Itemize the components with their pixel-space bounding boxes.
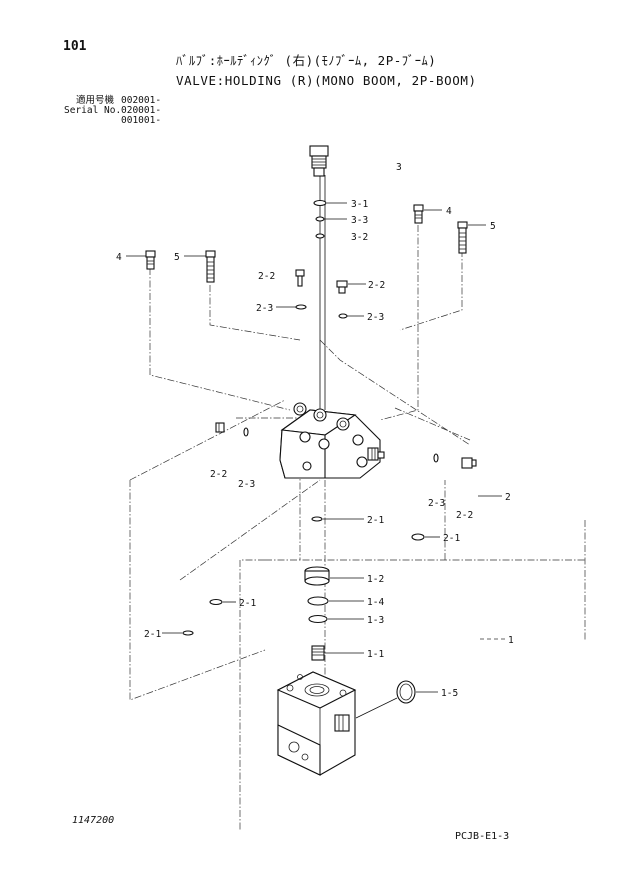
callout-labels: 3 3-1 3-3 3-2 4 5 4 5 2-2 2-2 2-3 2-3 2-… — [116, 162, 514, 699]
part-2-3-ring-left — [243, 427, 249, 437]
callout-2-3-right: 2-3 — [428, 498, 445, 509]
part-1-1-spring — [311, 645, 325, 661]
part-2-valve-body — [279, 402, 385, 479]
part-1-4-ring — [307, 596, 329, 606]
callout-3-2: 3-2 — [351, 232, 368, 243]
callout-2: 2 — [505, 492, 511, 503]
part-1-5-oring — [396, 680, 416, 704]
part-3-1-oring — [313, 199, 327, 207]
callout-1-1: 1-1 — [367, 649, 384, 660]
part-3-3-ring — [315, 216, 325, 222]
part-2-2-plug-upper-right — [336, 280, 348, 294]
part-5-bolt-left — [205, 250, 216, 283]
callout-3-1: 3-1 — [351, 199, 368, 210]
part-2-3-ring-upper-left — [295, 304, 307, 310]
callout-2-2-left: 2-2 — [210, 469, 227, 480]
callout-1: 1 — [508, 635, 514, 646]
callout-3-3: 3-3 — [351, 215, 368, 226]
part-2-1-oring-far-left — [182, 630, 194, 636]
part-2-3-ring-upper-right — [338, 313, 348, 319]
drawing-number: 1147200 — [72, 815, 115, 826]
serial-number-1: 002001- — [121, 95, 162, 106]
part-3-axis — [319, 175, 326, 410]
serial-label-en: Serial No. — [64, 105, 122, 116]
callout-1-2: 1-2 — [367, 574, 384, 585]
callout-1-3: 1-3 — [367, 615, 384, 626]
callout-1-4: 1-4 — [367, 597, 384, 608]
callout-2-3-left: 2-3 — [238, 479, 255, 490]
page-code: PCJB-E1-3 — [455, 831, 510, 842]
callout-2-2-upper-right: 2-2 — [368, 280, 385, 291]
callout-2-1-center: 2-1 — [367, 515, 384, 526]
page-title-jp: ﾊﾞﾙﾌﾞ:ﾎｰﾙﾃﾞｨﾝｸﾞ (右)(ﾓﾉﾌﾞｰﾑ, 2P-ﾌﾞｰﾑ) — [176, 53, 437, 68]
part-4-bolt-right — [413, 204, 424, 224]
callout-2-1-left: 2-1 — [239, 598, 256, 609]
callout-2-3-upper-right: 2-3 — [367, 312, 384, 323]
part-1-3-ring — [308, 614, 328, 624]
part-2-1-oring-left — [209, 598, 223, 606]
page-title-en: VALVE:HOLDING (R)(MONO BOOM, 2P-BOOM) — [176, 73, 477, 88]
leader-lines — [126, 202, 505, 719]
part-2-3-ring-right — [433, 453, 439, 463]
callout-2-3-upper-left: 2-3 — [256, 303, 273, 314]
callout-1-5: 1-5 — [441, 688, 458, 699]
callout-2-1-far-left: 2-1 — [144, 629, 161, 640]
callout-2-2-right: 2-2 — [456, 510, 473, 521]
part-1-2-piston — [304, 566, 330, 586]
part-3-cartridge — [309, 145, 329, 177]
page-number: 101 — [63, 39, 87, 54]
part-2-2-plug-left — [215, 422, 225, 433]
part-2-1-oring-center — [311, 516, 323, 522]
serial-number-3: 001001- — [121, 115, 162, 126]
part-5-bolt-right — [457, 221, 468, 254]
callout-4-left: 4 — [116, 252, 122, 263]
callout-3: 3 — [396, 162, 402, 173]
part-1-housing — [276, 671, 357, 776]
serial-label-jp: 適用号機 — [76, 95, 115, 106]
callout-5-left: 5 — [174, 252, 180, 263]
part-2-2-plug-upper-left — [295, 269, 305, 287]
part-2-2-plug-right — [461, 457, 477, 469]
part-3-2-ring — [315, 233, 325, 239]
callout-4-right: 4 — [446, 206, 452, 217]
part-2-1-oring-right — [411, 533, 425, 541]
callout-2-1-right: 2-1 — [443, 533, 460, 544]
part-4-bolt-left — [145, 250, 156, 270]
callout-5-right: 5 — [490, 221, 496, 232]
callout-2-2-upper-left: 2-2 — [258, 271, 275, 282]
serial-number-2: 020001- — [121, 105, 162, 116]
